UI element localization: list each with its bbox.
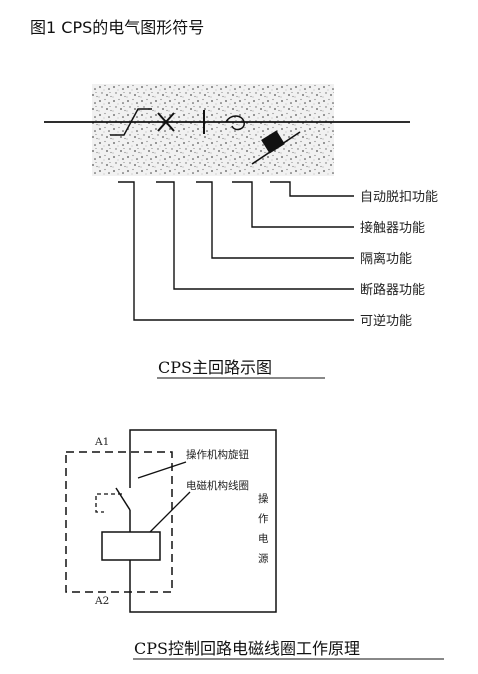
label-reversible: 可逆功能 [360, 313, 412, 329]
label-magnetic-coil: 电磁机构线圈 [186, 479, 249, 492]
leader-breaker [156, 181, 354, 290]
leader-knob [137, 461, 187, 479]
label-operating-power: 操 作 电 源 [258, 492, 269, 565]
label-auto-trip: 自动脱扣功能 [360, 190, 438, 205]
function-leader-lines [118, 181, 354, 321]
terminal-a1-label: A1 [94, 436, 109, 448]
label-operating-knob: 操作机构旋钮 [186, 448, 249, 461]
breaker-trip-symbol [110, 108, 152, 136]
leader-coil [149, 491, 191, 533]
cps-control-circuit: A1 A2 操作机构旋钮 电磁机构线圈 操 作 电 源 [65, 429, 277, 613]
auto-trip-block-symbol [261, 130, 285, 154]
dashed-enclosure [65, 451, 173, 593]
caption-control-circuit: CPS控制回路电磁线圈工作原理 [134, 639, 360, 658]
leader-contactor [232, 181, 354, 228]
label-power-char-1: 操 [258, 492, 269, 505]
leader-reversible [118, 181, 354, 321]
knob-mechanical-linkage [95, 493, 122, 513]
caption-main-circuit: CPS主回路示图 [158, 358, 272, 377]
cps-main-circuit-symbol [44, 84, 410, 176]
label-contactor: 接触器功能 [360, 220, 425, 236]
figure-title: 图1 CPS的电气图形符号 [30, 18, 205, 37]
contactor-cross-symbol [157, 112, 175, 132]
terminal-a2-label: A2 [94, 595, 109, 607]
label-power-char-4: 源 [258, 552, 269, 565]
trip-latch-loop-symbol [225, 115, 245, 131]
leader-isolator [196, 181, 354, 259]
switch-contact-blade [115, 487, 131, 511]
speckled-enclosure [92, 84, 334, 176]
operating-power-loop [129, 429, 277, 613]
label-power-char-3: 电 [258, 532, 269, 545]
coil-rectangle [101, 531, 161, 561]
label-isolator: 隔离功能 [360, 251, 412, 267]
label-breaker: 断路器功能 [360, 282, 425, 298]
function-labels: 自动脱扣功能 接触器功能 隔离功能 断路器功能 可逆功能 [360, 190, 438, 329]
leader-auto-trip [270, 181, 354, 197]
label-power-char-2: 作 [258, 513, 269, 525]
